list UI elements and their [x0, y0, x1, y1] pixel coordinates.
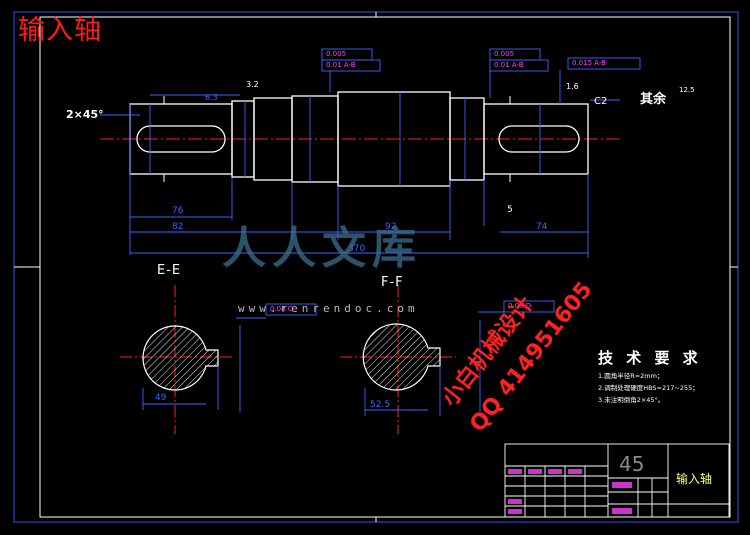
watermark-logo-text: 人人文库 [222, 223, 422, 274]
tolerance-frames [265, 48, 641, 316]
tol-6: 0.08 C [270, 305, 293, 313]
dimension-lines [100, 70, 620, 258]
dim-76: 76 [172, 206, 184, 216]
dim-5: 5 [507, 205, 513, 215]
tol-3: 0.005 [494, 50, 515, 58]
dim-92: 92 [385, 222, 397, 232]
tech-requirement-3: 3.未注明倒角2×45°。 [598, 396, 665, 404]
material-grade: 45 [619, 452, 645, 476]
tol-7: 0.08 D [508, 302, 532, 310]
roughness-1-6: 1.6 [566, 82, 579, 91]
tech-requirement-2: 2.调制处理硬度HBS=217~255； [598, 384, 699, 392]
shaft-outline [129, 91, 589, 187]
section-label-ee: E-E [157, 263, 182, 278]
frame-ticks [14, 12, 738, 522]
drawing-title: 输入轴 [18, 15, 102, 46]
part-name: 输入轴 [676, 472, 713, 486]
tech-requirements-heading: 技 术 要 求 [598, 349, 702, 367]
section-marks [163, 96, 518, 182]
roughness-rest-label: 其余 [640, 92, 667, 107]
chamfer-c2: C2 [594, 96, 608, 107]
dim-74: 74 [536, 222, 548, 232]
chamfer-note: 2×45° [66, 108, 104, 121]
section-label-ff: F-F [381, 275, 404, 290]
tol-2: 0.01 A-B [326, 61, 356, 69]
tol-5: 0.015 A-B [572, 59, 606, 67]
section-ee [120, 285, 266, 434]
roughness-rest-value: 12.5 [679, 86, 695, 94]
tol-1: 0.005 [326, 50, 347, 58]
title-block-fills [508, 469, 632, 514]
section-ff [340, 285, 504, 434]
roughness-3-2: 3.2 [246, 80, 259, 89]
watermark-url: www.renrendoc.com [238, 302, 419, 315]
title-block [504, 443, 730, 518]
section-ff-dim: 52.5 [370, 400, 391, 410]
tech-requirement-1: 1.圆角半径R=2mm； [598, 372, 664, 380]
tol-4: 0.01 A-B [494, 61, 524, 69]
dim-370: 370 [348, 244, 366, 254]
dim-82: 82 [172, 222, 184, 232]
section-ee-dim: 49 [155, 393, 167, 403]
roughness-6-3: 6.3 [205, 93, 218, 102]
